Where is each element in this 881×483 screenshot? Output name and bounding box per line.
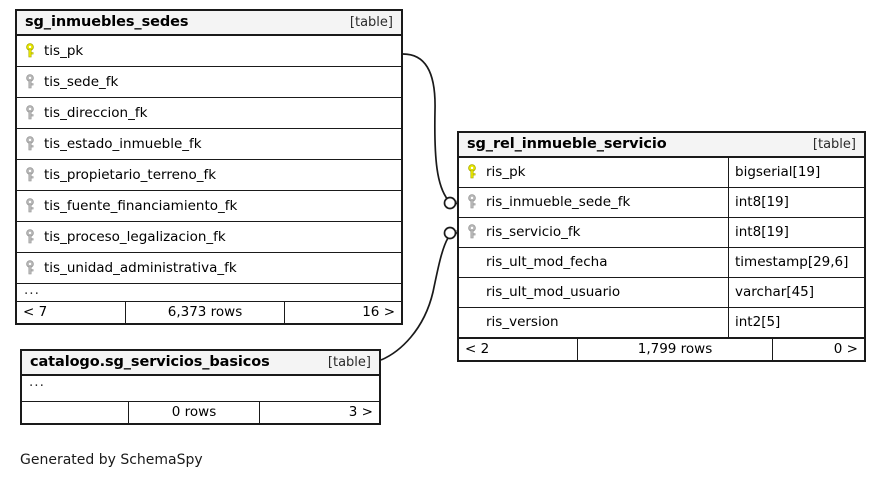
table-row[interactable]: tis_direccion_fk: [17, 98, 401, 129]
column-cell: tis_propietario_terreno_fk: [17, 160, 401, 190]
footer-row-count: 1,799 rows: [577, 339, 773, 360]
footer-parents-count[interactable]: < 2: [465, 341, 490, 357]
table-row[interactable]: tis_estado_inmueble_fk: [17, 129, 401, 160]
foreign-key-icon: [24, 166, 41, 183]
column-name: ris_inmueble_sede_fk: [486, 194, 631, 210]
table-row[interactable]: tis_pk: [17, 36, 401, 67]
column-type: int8[19]: [728, 218, 864, 247]
table-row[interactable]: ris_ult_mod_fecha timestamp[29,6]: [459, 248, 864, 278]
table-header: catalogo.sg_servicios_basicos [table]: [22, 351, 379, 376]
table-title: sg_inmuebles_sedes: [25, 14, 189, 30]
table-row[interactable]: tis_propietario_terreno_fk: [17, 160, 401, 191]
column-cell: tis_estado_inmueble_fk: [17, 129, 401, 159]
edge-endpoint-circle: [443, 196, 457, 210]
table-footer: < 2 1,799 rows 0 >: [459, 338, 864, 360]
table-catalogo-sg-servicios-basicos[interactable]: catalogo.sg_servicios_basicos [table] ..…: [20, 349, 381, 425]
column-cell: tis_fuente_financiamiento_fk: [17, 191, 401, 221]
edge-endpoint-circle: [443, 226, 457, 240]
table-type-tag: [table]: [327, 354, 371, 370]
column-cell: tis_proceso_legalizacion_fk: [17, 222, 401, 252]
table-title: sg_rel_inmueble_servicio: [467, 136, 667, 152]
foreign-key-icon: [24, 197, 41, 214]
foreign-key-icon: [24, 259, 41, 276]
table-footer: < 7 6,373 rows 16 >: [17, 302, 401, 323]
column-type: varchar[45]: [728, 278, 864, 307]
column-name: tis_estado_inmueble_fk: [44, 135, 202, 152]
column-type: int2[5]: [728, 308, 864, 337]
table-row[interactable]: ris_ult_mod_usuario varchar[45]: [459, 278, 864, 308]
table-row[interactable]: tis_proceso_legalizacion_fk: [17, 222, 401, 253]
foreign-key-icon: [24, 104, 41, 121]
column-cell: ris_servicio_fk: [459, 218, 728, 247]
foreign-key-icon: [466, 194, 483, 210]
footer-children-count[interactable]: 0 >: [833, 341, 858, 357]
foreign-key-icon: [24, 73, 41, 90]
column-name: tis_unidad_administrativa_fk: [44, 259, 237, 276]
column-cell: ris_pk: [459, 158, 728, 187]
table-footer: 0 rows 3 >: [22, 402, 379, 423]
table-type-tag: [table]: [349, 14, 393, 30]
footer-row-count: 0 rows: [128, 402, 260, 423]
column-cell: tis_sede_fk: [17, 67, 401, 97]
column-name: tis_pk: [44, 42, 84, 59]
footer-parents-count[interactable]: [22, 402, 128, 423]
table-row[interactable]: tis_fuente_financiamiento_fk: [17, 191, 401, 222]
column-cell: tis_unidad_administrativa_fk: [17, 253, 401, 283]
foreign-key-icon: [466, 224, 483, 240]
column-type: timestamp[29,6]: [728, 248, 864, 277]
column-name: tis_fuente_financiamiento_fk: [44, 197, 238, 214]
column-cell: ris_version: [459, 308, 728, 337]
foreign-key-icon: [24, 135, 41, 152]
column-name: ris_ult_mod_usuario: [486, 284, 621, 300]
column-name: ris_ult_mod_fecha: [486, 254, 608, 270]
column-type: bigserial[19]: [728, 158, 864, 187]
table-row[interactable]: ris_pk bigserial[19]: [459, 158, 864, 188]
footer-children-count[interactable]: 16 >: [362, 304, 395, 320]
table-type-tag: [table]: [812, 136, 856, 152]
column-name: ris_version: [486, 314, 559, 330]
column-cell: tis_pk: [17, 36, 401, 66]
column-cell: ris_inmueble_sede_fk: [459, 188, 728, 217]
table-row[interactable]: ris_servicio_fk int8[19]: [459, 218, 864, 248]
table-row[interactable]: tis_sede_fk: [17, 67, 401, 98]
table-row[interactable]: ris_inmueble_sede_fk int8[19]: [459, 188, 864, 218]
column-name: tis_direccion_fk: [44, 104, 148, 121]
table-title: catalogo.sg_servicios_basicos: [30, 354, 270, 370]
foreign-key-icon: [24, 228, 41, 245]
column-name: tis_propietario_terreno_fk: [44, 166, 217, 183]
column-name: ris_pk: [486, 164, 526, 180]
column-cell: tis_direccion_fk: [17, 98, 401, 128]
more-columns-indicator: ...: [17, 283, 401, 302]
table-sg-rel-inmueble-servicio[interactable]: sg_rel_inmueble_servicio [table] ris_pk …: [457, 131, 866, 362]
column-name: tis_proceso_legalizacion_fk: [44, 228, 226, 245]
footer-children-count[interactable]: 3 >: [348, 404, 373, 420]
column-cell: ris_ult_mod_usuario: [459, 278, 728, 307]
column-name: ris_servicio_fk: [486, 224, 581, 240]
more-columns-indicator: ...: [22, 375, 379, 402]
table-row[interactable]: tis_unidad_administrativa_fk: [17, 253, 401, 284]
footer-row-count: 6,373 rows: [125, 302, 285, 323]
primary-key-icon: [466, 164, 483, 180]
table-header: sg_inmuebles_sedes [table]: [17, 11, 401, 36]
table-header: sg_rel_inmueble_servicio [table]: [459, 133, 864, 158]
generated-by-caption: Generated by SchemaSpy: [20, 452, 203, 468]
primary-key-icon: [24, 42, 41, 59]
footer-parents-count[interactable]: < 7: [23, 304, 48, 320]
column-cell: ris_ult_mod_fecha: [459, 248, 728, 277]
column-type: int8[19]: [728, 188, 864, 217]
column-name: tis_sede_fk: [44, 73, 119, 90]
table-row[interactable]: ris_version int2[5]: [459, 308, 864, 338]
table-sg-inmuebles-sedes[interactable]: sg_inmuebles_sedes [table] tis_pk: [15, 9, 403, 325]
